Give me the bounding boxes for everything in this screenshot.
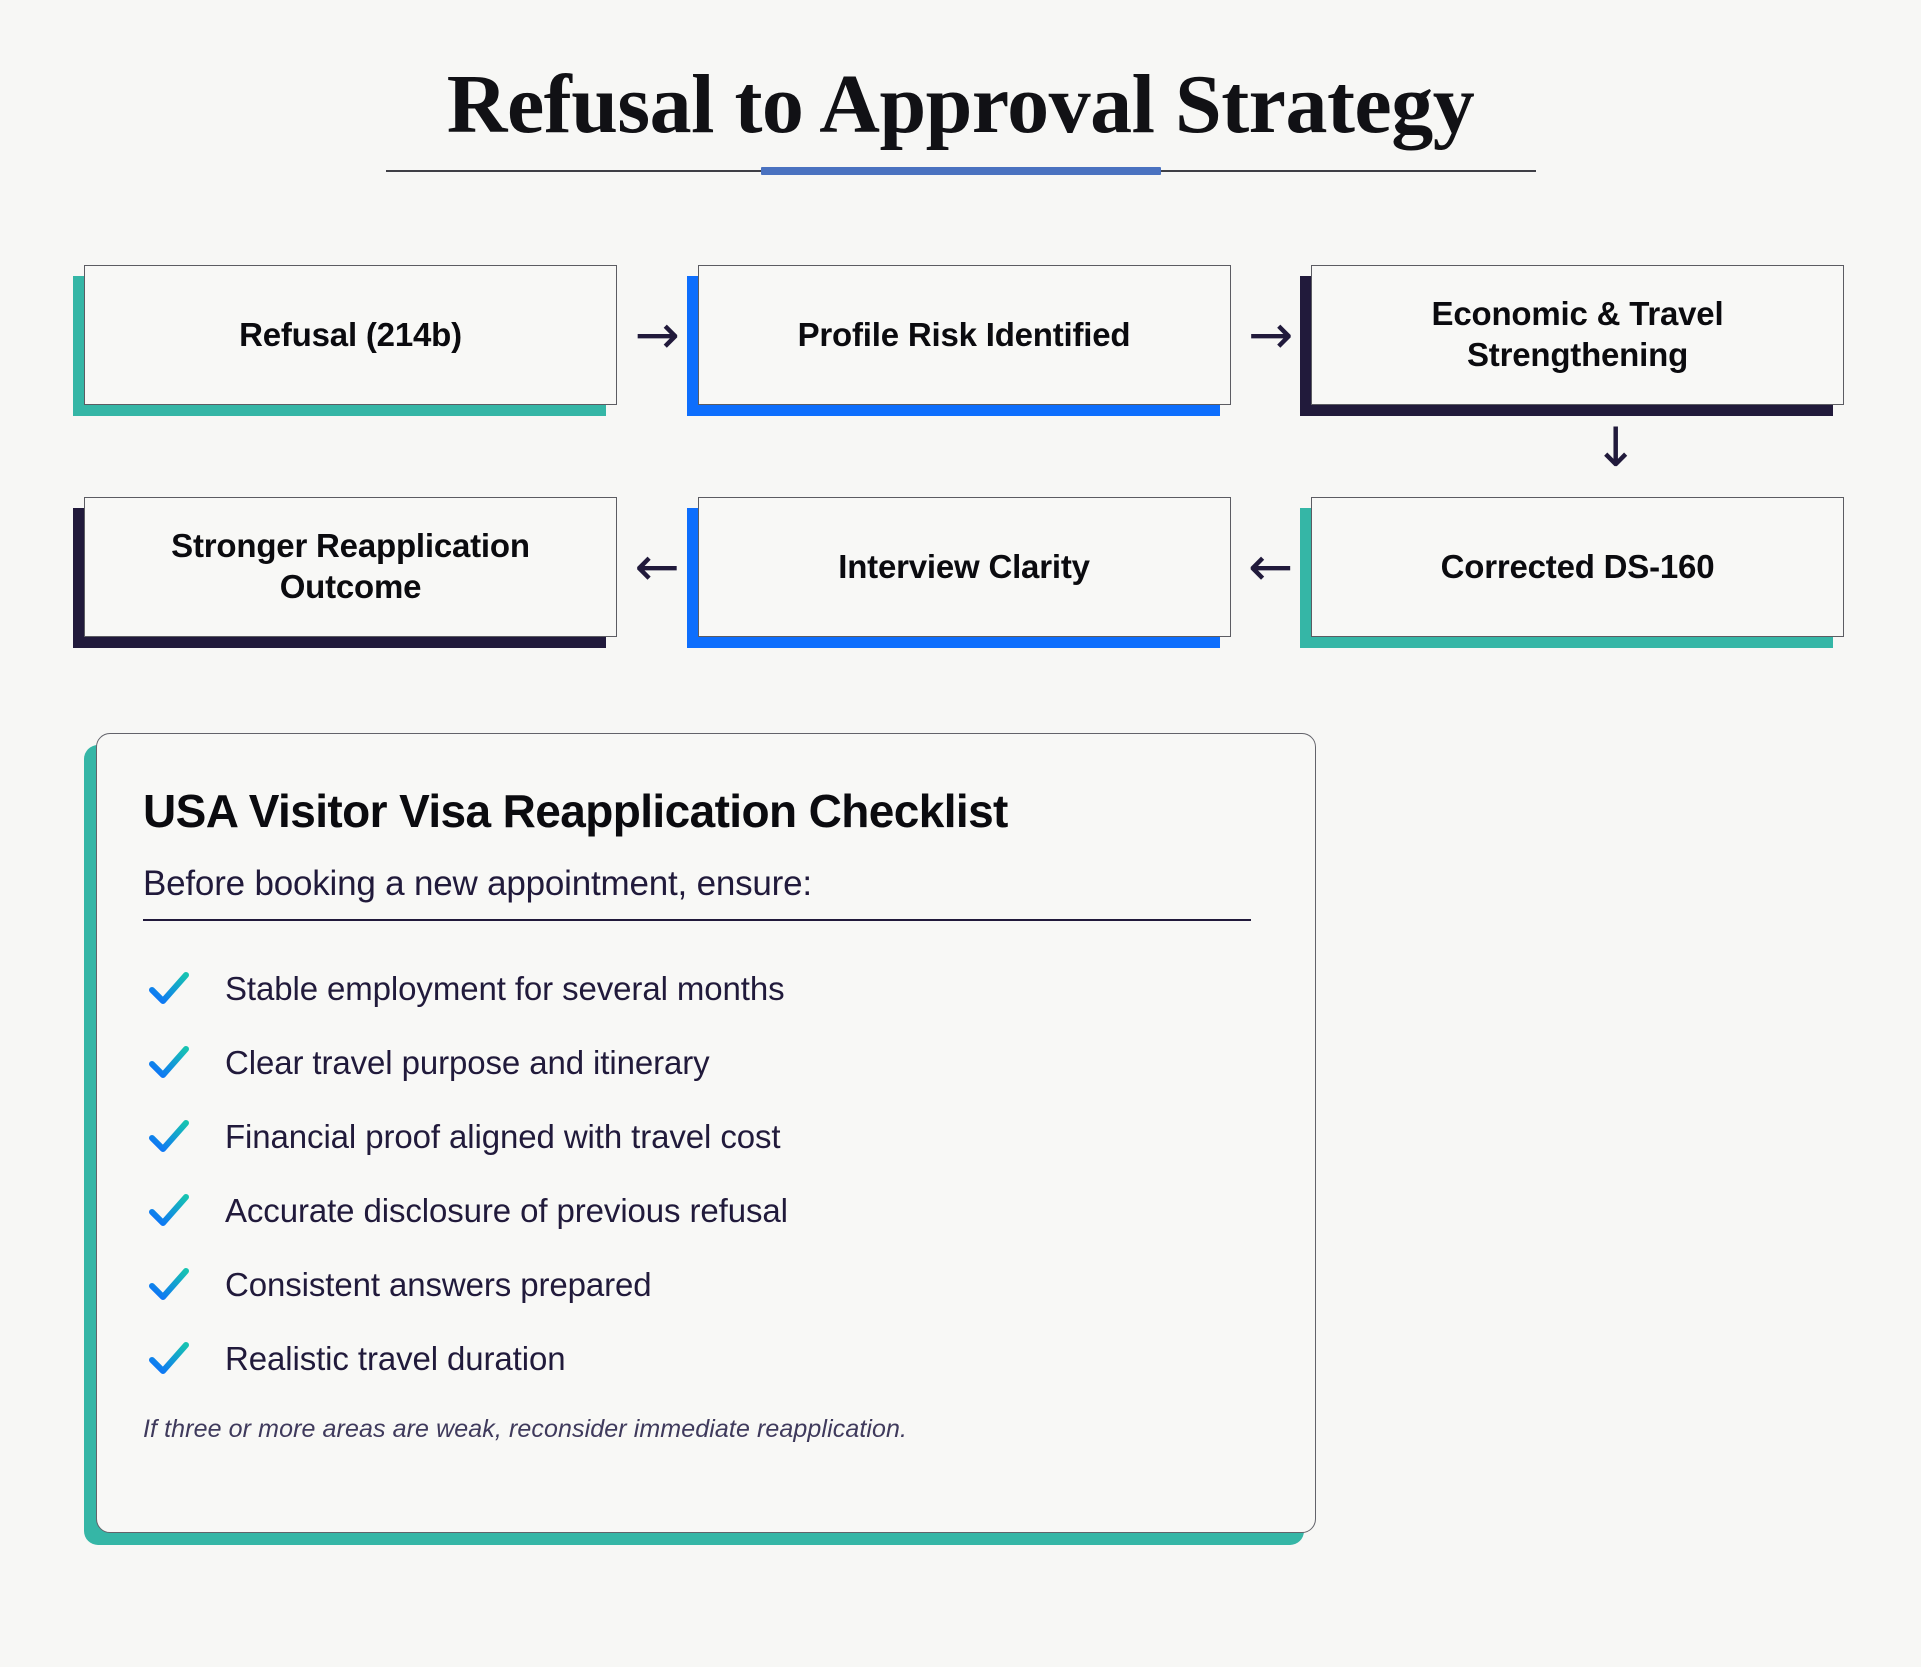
checklist-items: Stable employment for several months Cle… bbox=[143, 967, 1269, 1381]
list-item-label: Stable employment for several months bbox=[225, 970, 785, 1008]
title-underline-accent bbox=[760, 166, 1161, 175]
flow-node-economic-travel[interactable]: Economic & Travel Strengthening bbox=[1300, 265, 1844, 416]
list-item-label: Accurate disclosure of previous refusal bbox=[225, 1192, 788, 1230]
arrow-right-icon: → bbox=[1248, 303, 1294, 366]
page-title-block: Refusal to Approval Strategy bbox=[0, 62, 1921, 176]
arrow-left-icon: ← bbox=[634, 535, 680, 598]
flow-node-label: Economic & Travel Strengthening bbox=[1431, 295, 1724, 373]
list-item[interactable]: Accurate disclosure of previous refusal bbox=[147, 1189, 1269, 1233]
checklist-card-wrapper: USA Visitor Visa Reapplication Checklist… bbox=[84, 733, 1316, 1545]
checklist-card: USA Visitor Visa Reapplication Checklist… bbox=[96, 733, 1316, 1533]
checklist-subtitle: Before booking a new appointment, ensure… bbox=[143, 863, 812, 903]
flow-row-bottom: Stronger Reapplication Outcome ← Intervi… bbox=[73, 497, 1844, 648]
flow-node-label: Profile Risk Identified bbox=[797, 315, 1131, 353]
checkmark-icon bbox=[149, 1342, 189, 1375]
checklist-divider bbox=[143, 918, 1251, 922]
flow-node-box[interactable]: Stronger Reapplication Outcome bbox=[84, 497, 617, 637]
flow-node-corrected-ds160[interactable]: Corrected DS-160 bbox=[1300, 497, 1844, 648]
arrow-down-icon: ↓ bbox=[1593, 416, 1639, 479]
list-item[interactable]: Financial proof aligned with travel cost bbox=[147, 1115, 1269, 1159]
flow-arrow-4: ← bbox=[1231, 497, 1312, 637]
page-title: Refusal to Approval Strategy bbox=[446, 58, 1475, 151]
checkmark-icon bbox=[149, 1120, 189, 1153]
checkmark-icon bbox=[149, 1046, 189, 1079]
checklist-title: USA Visitor Visa Reapplication Checklist bbox=[143, 785, 1008, 837]
flow-node-box[interactable]: Refusal (214b) bbox=[84, 265, 617, 405]
arrow-right-icon: → bbox=[634, 303, 680, 366]
flow-node-label: Stronger Reapplication Outcome bbox=[171, 527, 530, 605]
flow-arrow-3: ← bbox=[617, 497, 698, 637]
checkmark-icon bbox=[149, 972, 189, 1005]
flow-arrow-1: → bbox=[617, 265, 698, 405]
checkmark-icon bbox=[149, 1268, 189, 1301]
flow-node-box[interactable]: Profile Risk Identified bbox=[697, 265, 1231, 405]
flow-arrow-2: → bbox=[1231, 265, 1312, 405]
checklist-note: If three or more areas are weak, reconsi… bbox=[143, 1415, 908, 1444]
flow-node-label: Corrected DS-160 bbox=[1440, 547, 1715, 585]
list-item[interactable]: Realistic travel duration bbox=[147, 1337, 1269, 1381]
list-item-label: Realistic travel duration bbox=[225, 1340, 566, 1378]
list-item[interactable]: Clear travel purpose and itinerary bbox=[147, 1041, 1269, 1085]
title-underline bbox=[385, 166, 1536, 176]
flow-node-box[interactable]: Economic & Travel Strengthening bbox=[1311, 265, 1844, 405]
flow-node-refusal[interactable]: Refusal (214b) bbox=[73, 265, 617, 416]
flow-node-stronger-outcome[interactable]: Stronger Reapplication Outcome bbox=[73, 497, 617, 648]
flow-node-box[interactable]: Corrected DS-160 bbox=[1311, 497, 1844, 637]
list-item[interactable]: Stable employment for several months bbox=[147, 967, 1269, 1011]
flow-node-box[interactable]: Interview Clarity bbox=[697, 497, 1231, 637]
list-item-label: Clear travel purpose and itinerary bbox=[225, 1044, 710, 1082]
arrow-left-icon: ← bbox=[1248, 535, 1294, 598]
list-item[interactable]: Consistent answers prepared bbox=[147, 1263, 1269, 1307]
process-flow-diagram: Refusal (214b) → Profile Risk Identified… bbox=[73, 265, 1844, 648]
flow-node-interview-clarity[interactable]: Interview Clarity bbox=[686, 497, 1231, 648]
list-item-label: Consistent answers prepared bbox=[225, 1266, 652, 1304]
flow-node-profile-risk[interactable]: Profile Risk Identified bbox=[686, 265, 1231, 416]
checkmark-icon bbox=[149, 1194, 189, 1227]
flow-node-label: Refusal (214b) bbox=[239, 315, 462, 353]
flow-node-label: Interview Clarity bbox=[838, 547, 1090, 585]
list-item-label: Financial proof aligned with travel cost bbox=[225, 1118, 781, 1156]
flow-row-top: Refusal (214b) → Profile Risk Identified… bbox=[73, 265, 1844, 416]
